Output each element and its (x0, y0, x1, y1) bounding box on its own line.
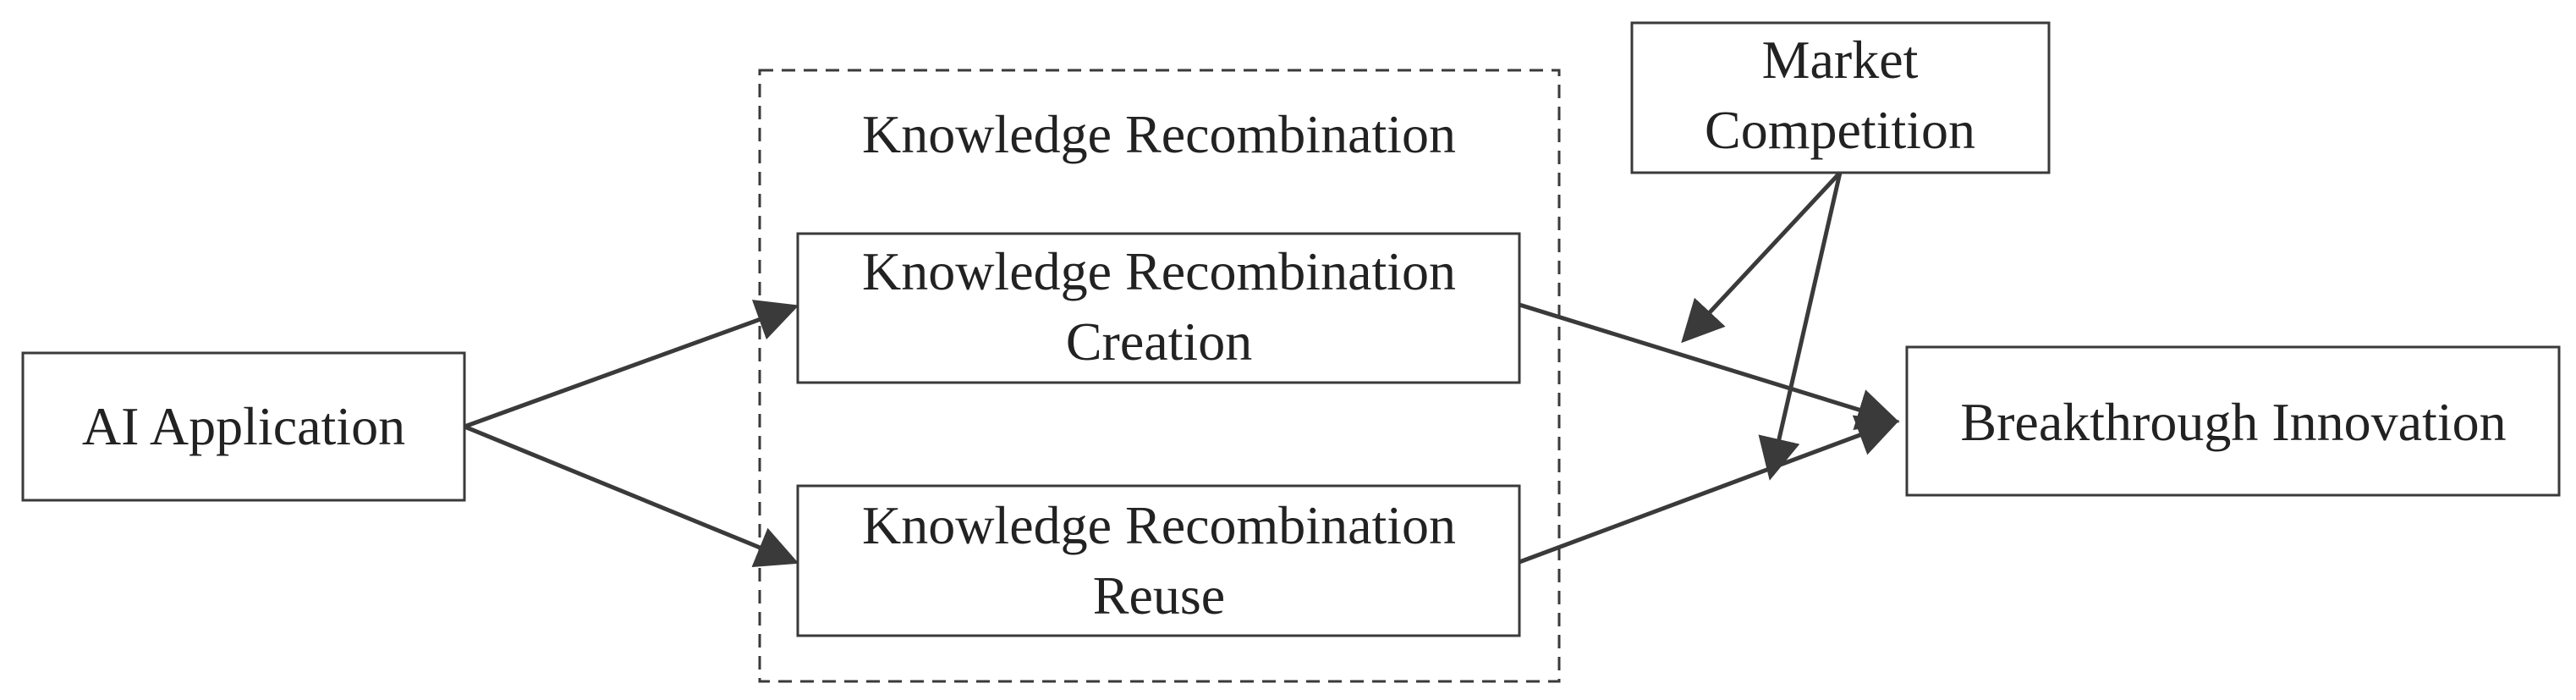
breakthrough-innovation-node: Breakthrough Innovation (1905, 345, 2561, 497)
arrow-creation-to-breakthrough (1519, 302, 1900, 431)
reuse-label-line2: Reuse (1093, 565, 1225, 626)
market-competition-label-line2: Competition (1705, 100, 1975, 160)
market-competition-box (1630, 21, 2051, 174)
ai-application-box (21, 351, 466, 502)
market-competition-label-line1: Market (1762, 30, 1919, 90)
arrow-market-moderates-creation (1681, 171, 1842, 344)
creation-label-line2: Creation (1066, 311, 1252, 372)
ai-application-label: AI Application (82, 396, 405, 456)
knowledge-recombination-title: Knowledge Recombination (862, 104, 1456, 164)
arrow-ai-to-reuse (464, 424, 799, 567)
breakthrough-innovation-label: Breakthrough Innovation (1960, 392, 2506, 452)
breakthrough-innovation-box (1905, 345, 2561, 497)
knowledge-recombination-reuse-node: Knowledge Recombination Reuse (796, 484, 1521, 637)
ai-application-node: AI Application (21, 351, 466, 502)
arrow-ai-to-creation (464, 300, 799, 429)
market-competition-node: Market Competition (1630, 21, 2051, 174)
reuse-label-line1: Knowledge Recombination (862, 495, 1456, 555)
knowledge-recombination-creation-node: Knowledge Recombination Creation (796, 232, 1521, 384)
arrow-reuse-to-breakthrough (1519, 415, 1900, 565)
creation-label-line1: Knowledge Recombination (862, 241, 1456, 301)
knowledge-recombination-group (758, 69, 1561, 683)
arrow-market-moderates-reuse (1758, 172, 1843, 481)
knowledge-recombination-creation-box (796, 232, 1521, 384)
